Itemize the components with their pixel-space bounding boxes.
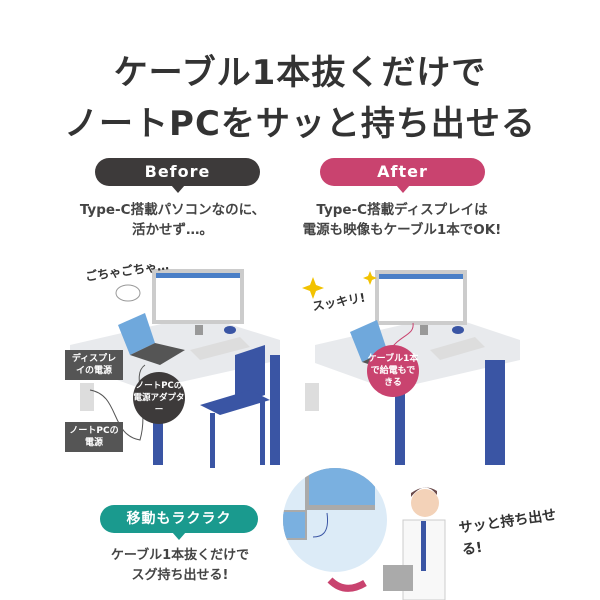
keyboard: [430, 337, 485, 360]
single-cable-bubble: ケーブル1本で給電もできる: [367, 345, 419, 397]
mobile-desc-line2: スグ持ち出せる!: [131, 568, 229, 583]
headline-line2: ノートPCをサッと持ち出せる: [64, 104, 536, 144]
laptop: [118, 313, 185, 365]
power-outlet: [80, 383, 94, 411]
tangle-icon: [115, 284, 141, 302]
businessman: [383, 487, 446, 600]
keyboard: [190, 337, 250, 360]
grab-and-go-callout: サッと持ち出せる!: [457, 507, 558, 559]
before-badge: Before: [95, 158, 260, 193]
before-desc-line2: 活かせず…。: [132, 222, 213, 238]
display-power-label: ディスプレイの電源: [65, 350, 123, 380]
mobile-desc-line1: ケーブル1本抜くだけで: [110, 548, 250, 563]
mobile-badge: 移動もラクラク: [100, 505, 258, 540]
chair: [485, 360, 505, 465]
monitor: [375, 270, 467, 335]
sparkle-icon: [302, 271, 377, 299]
monitor: [152, 269, 244, 335]
adapter-bubble: ノートPCの電源アダプター: [133, 372, 185, 424]
unplug-illustration: [283, 468, 446, 600]
chair: [200, 345, 270, 468]
power-outlet: [305, 383, 319, 411]
after-desc-line1: Type-C搭載ディスプレイは: [316, 202, 488, 218]
before-desc-line1: Type-C搭載パソコンなのに、: [79, 202, 266, 218]
headline-line1: ケーブル1本抜くだけで: [113, 53, 487, 93]
desk-leg: [395, 375, 405, 465]
mouse: [452, 326, 464, 334]
mouse: [224, 326, 236, 334]
after-illustration: [302, 270, 520, 465]
desk-leg: [270, 355, 280, 465]
arrow-icon: [327, 577, 367, 592]
after-desc-line2: 電源も映像もケーブル1本でOK!: [302, 222, 502, 238]
after-badge: After: [320, 158, 485, 193]
pc-power-label: ノートPCの電源: [65, 422, 123, 452]
